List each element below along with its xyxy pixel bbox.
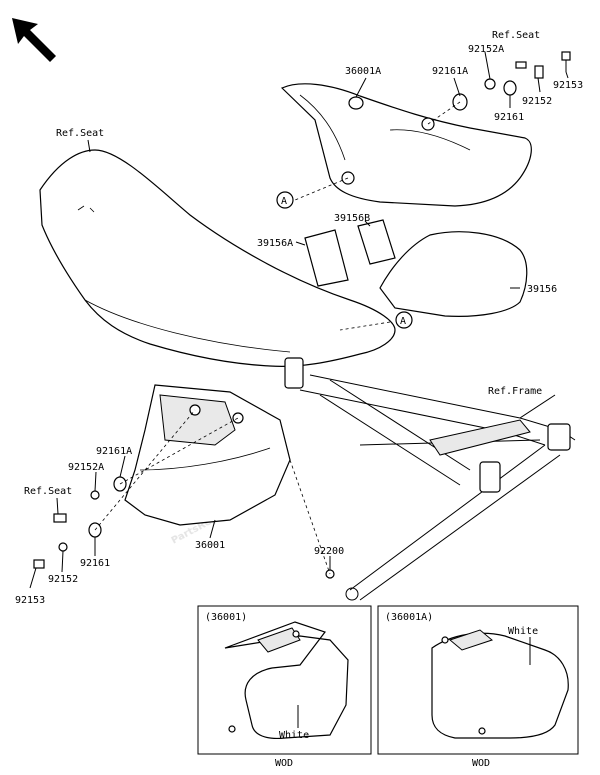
inset-right-footer: WOD bbox=[472, 758, 490, 769]
side-cover-left-36001 bbox=[124, 384, 291, 526]
label-ref-seat-left: Ref.Seat bbox=[56, 128, 104, 139]
fastener-92153-top bbox=[561, 51, 571, 72]
label-39156: 39156 bbox=[527, 284, 557, 295]
inset-36001: (36001) White WOD bbox=[197, 605, 372, 769]
label-92152-left: 92152 bbox=[48, 574, 78, 585]
marker-a-seat: A bbox=[395, 311, 413, 329]
inset-left-color-label: White bbox=[279, 730, 309, 741]
seat-outline bbox=[39, 149, 396, 367]
label-ref-seat-bottom: Ref.Seat bbox=[24, 486, 72, 497]
fastener-ref-seat-bolt bbox=[53, 513, 67, 523]
label-92153-left: 92153 bbox=[15, 595, 45, 606]
label-36001A: 36001A bbox=[345, 66, 381, 77]
decal-39156B bbox=[357, 219, 396, 265]
inset-right-color-label: White bbox=[508, 626, 538, 637]
label-ref-frame: Ref.Frame bbox=[488, 386, 542, 397]
label-92153-top: 92153 bbox=[553, 80, 583, 91]
fastener-92152-top bbox=[534, 65, 544, 79]
label-92161-top: 92161 bbox=[494, 112, 524, 123]
marker-a-label: A bbox=[400, 316, 406, 327]
leader-lines bbox=[29, 51, 569, 589]
inset-left-footer: WOD bbox=[275, 758, 293, 769]
decal-39156A bbox=[304, 229, 349, 287]
side-cover-right-36001A bbox=[280, 83, 532, 207]
inset-right-title: (36001A) bbox=[385, 612, 433, 623]
label-92161-left: 92161 bbox=[80, 558, 110, 569]
label-36001: 36001 bbox=[195, 540, 225, 551]
fastener-92161-top bbox=[503, 80, 517, 96]
label-92152-top: 92152 bbox=[522, 96, 552, 107]
inset-36001A: (36001A) White WOD bbox=[377, 605, 579, 769]
label-39156A: 39156A bbox=[257, 238, 293, 249]
inset-left-title: (36001) bbox=[205, 612, 247, 623]
label-39156B: 39156B bbox=[334, 213, 370, 224]
grommet-36001A bbox=[348, 96, 364, 110]
label-92152A-top: 92152A bbox=[468, 44, 504, 55]
arrow-up-left-icon bbox=[12, 18, 56, 62]
rear-frame bbox=[284, 357, 576, 601]
fastener-92153-left bbox=[33, 559, 45, 569]
label-92152A-left: 92152A bbox=[68, 462, 104, 473]
fastener-92152-left bbox=[58, 542, 68, 552]
label-92200: 92200 bbox=[314, 546, 344, 557]
label-ref-seat-top: Ref.Seat bbox=[492, 30, 540, 41]
label-92161A-left: 92161A bbox=[96, 446, 132, 457]
decal-39156 bbox=[379, 231, 528, 317]
marker-a-label: A bbox=[281, 196, 287, 207]
marker-a-top: A bbox=[276, 191, 294, 209]
label-92161A-top: 92161A bbox=[432, 66, 468, 77]
callout-labels: Ref.Seat 92152A 92153 36001A 92161A 9215… bbox=[15, 30, 583, 606]
fastener-92152A-left bbox=[90, 490, 100, 500]
